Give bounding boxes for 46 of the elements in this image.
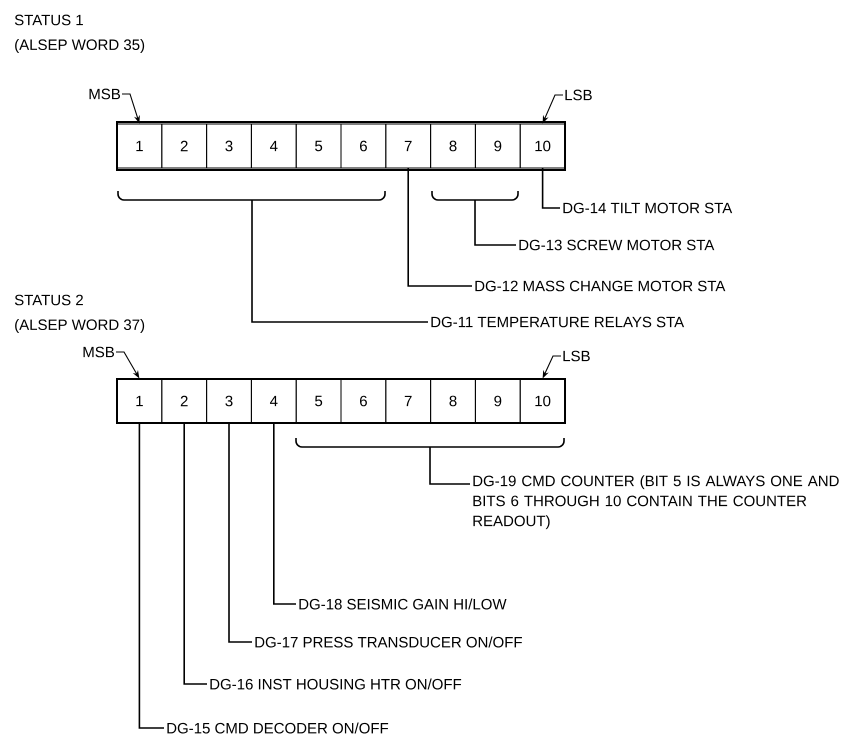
- leader-line: [273, 424, 296, 605]
- bit-cell: 6: [340, 378, 386, 424]
- bit-cell: 2: [161, 124, 208, 168]
- callout-label: DG-19 CMD COUNTER (BIT 5 IS ALWAYS ONE AND BITS 6 THROUGH 10 CONTAIN THE COUNTER READOUT): [473, 475, 839, 530]
- bit-cell: 10: [520, 378, 566, 424]
- callout-label: DG-18 SEISMIC GAIN HI/LOW: [299, 598, 506, 610]
- heading: (ALSEP WORD 35): [15, 39, 144, 53]
- leader-line: [407, 168, 472, 287]
- bit-cell: 6: [340, 124, 386, 168]
- bit-label: LSB: [565, 90, 592, 100]
- leader-line: [542, 168, 560, 209]
- bit-cell: 9: [474, 378, 521, 424]
- bit-cell: 10: [520, 124, 566, 168]
- callout-label: DG-17 PRESS TRANSDUCER ON/OFF: [255, 636, 522, 648]
- callout-label: DG-11 TEMPERATURE RELAYS STA: [431, 316, 684, 328]
- leader-line: [228, 424, 252, 643]
- bit-label: MSB: [84, 346, 114, 358]
- bit-cell: 5: [296, 378, 342, 424]
- leader-line: [474, 200, 516, 246]
- leader-line: [183, 424, 207, 685]
- bit-label: LSB: [563, 350, 590, 362]
- heading: (ALSEP WORD 37): [15, 319, 144, 333]
- leader-line: [429, 447, 470, 485]
- bit-cell: 4: [250, 124, 297, 168]
- bit-cell: 5: [296, 124, 342, 168]
- callout-label: DG-15 CMD DECODER ON/OFF: [167, 722, 388, 734]
- bit-cell: 2: [161, 378, 208, 424]
- callout-label: DG-12 MASS CHANGE MOTOR STA: [475, 280, 726, 292]
- bit-cell: 1: [116, 124, 162, 168]
- bit-cell: 3: [206, 124, 252, 168]
- heading: STATUS 1: [14, 14, 83, 26]
- callout-label: DG-16 INST HOUSING HTR ON/OFF: [210, 678, 462, 690]
- bit-cell: 8: [430, 378, 476, 424]
- bit-cell: 3: [206, 378, 252, 424]
- bit-label: MSB: [90, 88, 120, 100]
- bit-cell: 4: [250, 378, 297, 424]
- heading: STATUS 2: [14, 294, 83, 306]
- callout-label: DG-13 SCREW MOTOR STA: [519, 240, 714, 250]
- bit-cell: 7: [385, 124, 432, 168]
- leader-line: [251, 200, 428, 323]
- callout-label: DG-14 TILT MOTOR STA: [563, 202, 732, 214]
- bit-cell: 7: [385, 378, 432, 424]
- bit-cell: 8: [430, 124, 476, 168]
- bit-cell: 9: [474, 124, 521, 168]
- leader-line: [138, 424, 164, 729]
- bit-cell: 1: [116, 378, 162, 424]
